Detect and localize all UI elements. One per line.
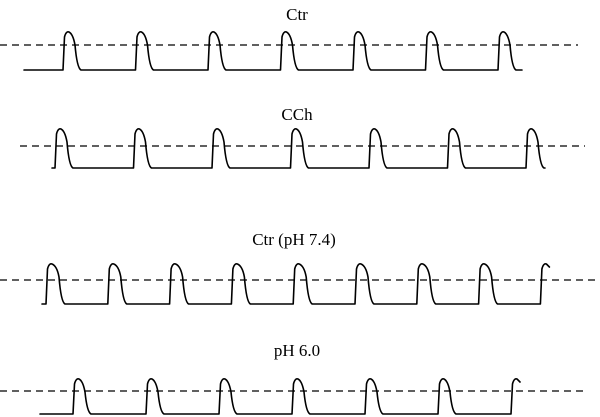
- action-potential-trace-ctr-ph74: [41, 263, 551, 305]
- action-potential-trace-ctr: [23, 31, 523, 71]
- panel-ctr: Ctr: [0, 5, 578, 71]
- action-potential-trace-ph60: [39, 378, 521, 415]
- panel-ctr-ph74: Ctr (pH 7.4): [0, 230, 598, 305]
- panel-label-ctr: Ctr: [286, 5, 308, 24]
- panel-label-ph60: pH 6.0: [274, 341, 320, 360]
- panel-ph60: pH 6.0: [0, 341, 588, 415]
- panel-cch: CCh: [20, 105, 585, 169]
- panel-label-cch: CCh: [281, 105, 313, 124]
- panel-label-ctr-ph74: Ctr (pH 7.4): [252, 230, 336, 249]
- action-potential-trace-cch: [51, 128, 546, 169]
